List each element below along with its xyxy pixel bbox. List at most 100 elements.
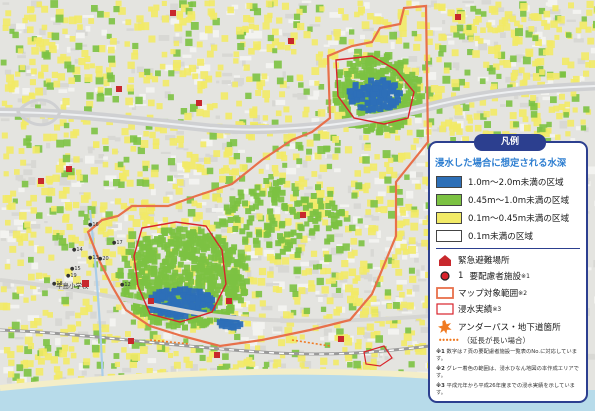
flood-cell — [88, 18, 95, 24]
city-block — [165, 191, 174, 196]
flood-cell — [199, 253, 206, 260]
flood-cell — [319, 6, 325, 12]
flood-cell — [297, 22, 305, 31]
flood-cell — [411, 206, 418, 213]
flood-cell — [515, 28, 523, 37]
flood-cell — [182, 226, 188, 233]
flood-cell — [257, 84, 263, 90]
flood-cell — [331, 280, 338, 288]
flood-cell — [564, 101, 571, 108]
flood-cell — [268, 174, 274, 180]
flood-cell — [394, 116, 401, 122]
flood-cell — [543, 10, 551, 18]
city-block — [106, 310, 114, 314]
city-block — [57, 83, 69, 88]
flood-cell — [218, 257, 225, 264]
flood-cell — [111, 363, 117, 369]
flood-cell — [583, 106, 590, 113]
flood-cell — [92, 323, 100, 331]
flood-cell — [290, 194, 298, 202]
main-road — [0, 278, 431, 323]
flood-cell — [380, 35, 389, 44]
flood-cell — [151, 10, 158, 18]
city-block — [90, 311, 97, 319]
flood-cell — [343, 101, 350, 108]
flood-cell — [255, 290, 263, 298]
flood-cell — [276, 77, 284, 85]
care-ref: ※1 — [521, 272, 530, 280]
flood-cell — [279, 91, 286, 98]
flood-cell — [58, 190, 67, 199]
flood-cell — [370, 92, 377, 99]
flood-cell — [370, 306, 379, 315]
flood-cell — [179, 233, 186, 240]
flood-cell — [402, 248, 409, 255]
flood-cell — [311, 67, 320, 76]
flood-cell — [512, 37, 520, 45]
flood-cell — [172, 278, 178, 285]
flood-cell — [51, 32, 60, 41]
flood-cell — [261, 73, 268, 80]
flood-cell — [156, 344, 162, 350]
flood-cell — [296, 158, 303, 165]
flood-cell — [552, 5, 559, 12]
city-block — [85, 155, 95, 164]
flood-cell — [313, 264, 319, 270]
flood-cell — [384, 104, 391, 111]
flood-cell — [483, 61, 490, 68]
flood-cell — [325, 268, 332, 274]
flood-cell — [108, 46, 115, 54]
flood-cell — [208, 238, 215, 245]
city-block — [427, 63, 433, 67]
flood-cell — [53, 366, 61, 373]
flood-cell — [364, 100, 371, 107]
flood-cell — [236, 260, 243, 267]
city-block — [355, 311, 361, 315]
city-block — [216, 80, 220, 84]
flood-cell — [54, 350, 61, 357]
flood-cell — [113, 179, 121, 187]
flood-cell — [215, 266, 222, 273]
flood-cell — [524, 124, 531, 132]
city-block — [172, 70, 183, 74]
flood-cell — [174, 23, 183, 32]
flood-cell — [279, 80, 287, 88]
flood-cell — [372, 85, 379, 92]
flood-cell — [360, 85, 367, 92]
flood-cell — [406, 77, 413, 84]
flood-cell — [142, 165, 149, 172]
city-block — [77, 261, 89, 264]
flood-cell — [421, 239, 428, 247]
flood-cell — [163, 196, 170, 203]
flood-cell — [317, 109, 326, 117]
flood-cell — [7, 351, 15, 359]
flood-cell — [274, 225, 281, 231]
flood-cell — [105, 219, 113, 227]
flood-cell — [308, 284, 316, 292]
flood-cell — [361, 63, 368, 70]
city-block — [205, 208, 216, 213]
flood-cell — [12, 292, 20, 300]
map-target-boundary — [86, 4, 430, 348]
city-block — [76, 32, 85, 39]
flood-cell — [103, 180, 109, 187]
city-block — [545, 17, 552, 23]
flood-cell — [82, 298, 90, 306]
flood-cell — [35, 104, 41, 111]
flood-cell — [237, 297, 244, 304]
flood-cell — [309, 228, 316, 235]
flood-cell — [244, 320, 251, 327]
flood-cell — [202, 110, 210, 118]
city-block — [57, 176, 67, 182]
flood-cell — [313, 133, 321, 141]
flood-cell — [35, 87, 43, 96]
flood-cell — [369, 124, 376, 131]
city-block — [416, 163, 428, 167]
flood-cell — [531, 13, 539, 21]
flood-cell — [502, 23, 511, 31]
city-block — [412, 284, 420, 292]
flood-cell — [124, 41, 130, 47]
depth-swatch — [436, 230, 462, 242]
depth-label: 1.0m～2.0m未満の区域 — [468, 178, 564, 188]
flood-cell — [199, 354, 206, 361]
